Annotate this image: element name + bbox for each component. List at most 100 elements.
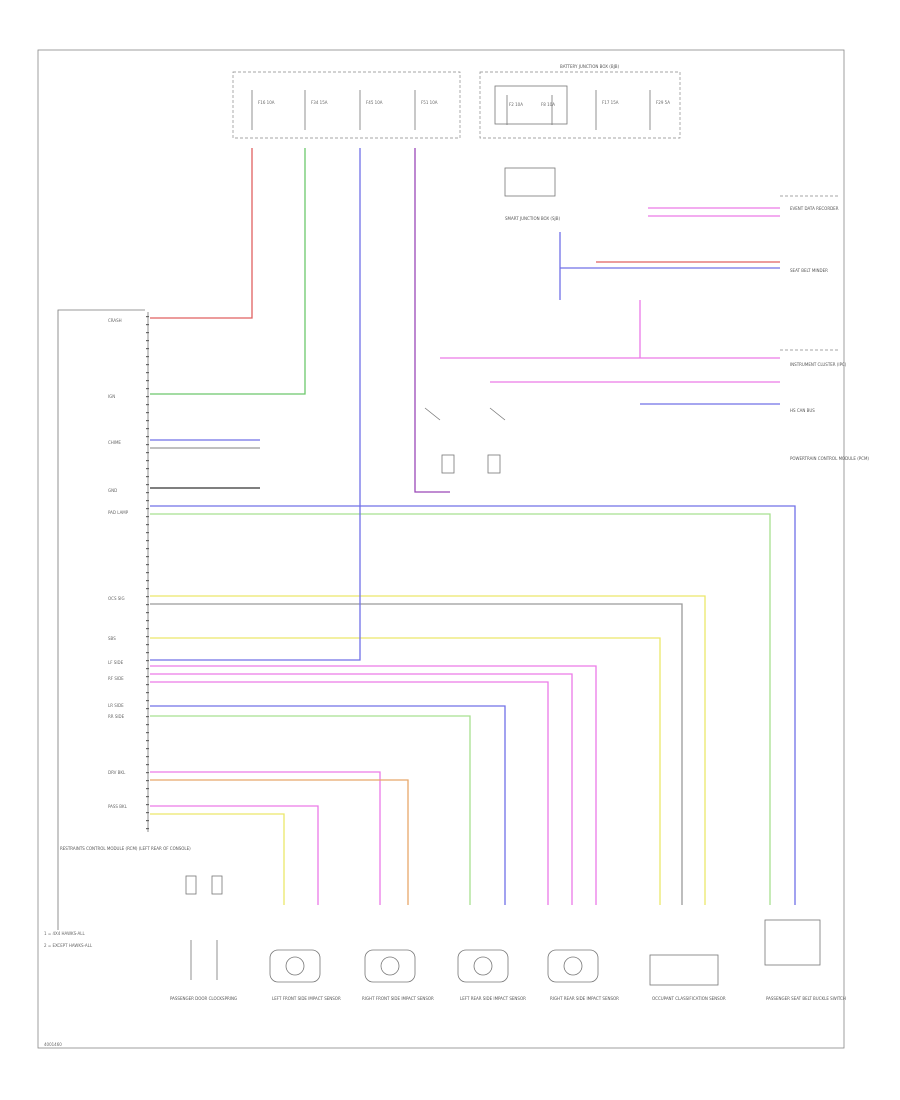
wire-yellow xyxy=(150,637,661,905)
fuse-label: F45 10A xyxy=(366,100,383,105)
sensor-lr: LEFT REAR SIDE IMPACT SENSOR xyxy=(457,949,526,1001)
module-pin-label: LF SIDE xyxy=(108,660,124,665)
pin-tick xyxy=(146,364,149,366)
sensor-rf: RIGHT FRONT SIDE IMPACT SENSOR xyxy=(362,949,434,1001)
pin-tick xyxy=(146,788,149,790)
pin-tick xyxy=(146,668,149,670)
pin-tick xyxy=(146,468,149,470)
wire-green xyxy=(150,148,306,395)
component-caption: LEFT FRONT SIDE IMPACT SENSOR xyxy=(272,996,341,1001)
wire-blue xyxy=(150,505,796,905)
pin-tick xyxy=(146,524,149,526)
fuse-label: F16 10A xyxy=(258,100,275,105)
right-notes: EVENT DATA RECORDER SEAT BELT MINDER INS… xyxy=(780,195,869,461)
pin-tick xyxy=(146,484,149,486)
seat-belt-buckle-switch: PASSENGER SEAT BELT BUCKLE SWITCH xyxy=(764,919,846,1001)
fuse-box-left: F16 10A F34 15A F45 10A F51 10A xyxy=(232,71,461,139)
pin-tick xyxy=(146,548,149,550)
fuse-box-right: F2 10A F8 10A F17 15A F29 5A BATTERY JUN… xyxy=(479,64,681,139)
relay-label: F2 10A xyxy=(509,102,523,107)
footer-code: 4001460 xyxy=(44,1042,62,1047)
wire-yellow xyxy=(150,813,285,905)
pin-tick xyxy=(146,780,149,782)
wire-pink xyxy=(150,771,381,905)
component-caption: LEFT REAR SIDE IMPACT SENSOR xyxy=(460,996,526,1001)
module-pin-label: SBS xyxy=(108,636,116,641)
pin-tick xyxy=(146,356,149,358)
sensor-rr: RIGHT REAR SIDE IMPACT SENSOR xyxy=(547,949,619,1001)
pin-tick xyxy=(146,692,149,694)
module-pin-label: PAD LAMP xyxy=(108,510,129,515)
pin-tick xyxy=(146,556,149,558)
module-pin-label: OCS SIG xyxy=(108,596,125,601)
pin-tick xyxy=(146,724,149,726)
module-pin-label: RF SIDE xyxy=(108,676,124,681)
pin-tick xyxy=(146,676,149,678)
module-pin-label: GND xyxy=(108,488,117,493)
wire-lightgreen xyxy=(150,513,771,905)
wire-orange xyxy=(150,779,409,905)
pin-tick xyxy=(146,700,149,702)
module-pin-label: PASS BKL xyxy=(108,804,128,809)
right-note: SEAT BELT MINDER xyxy=(790,268,828,273)
module-pin-label: LR SIDE xyxy=(108,703,124,708)
wire-yellow xyxy=(150,595,706,905)
module-pin-label: RR SIDE xyxy=(108,714,125,719)
relay-label: F17 15A xyxy=(602,100,619,105)
pin-tick xyxy=(146,428,149,430)
pin-tick xyxy=(146,532,149,534)
pin-tick xyxy=(146,372,149,374)
pin-tick xyxy=(146,476,149,478)
wire-blue xyxy=(150,705,506,905)
component-caption: PASSENGER SEAT BELT BUCKLE SWITCH xyxy=(766,996,846,1001)
pin-tick xyxy=(146,460,149,462)
pin-tick xyxy=(146,500,149,502)
pin-tick xyxy=(146,716,149,718)
wire-pink xyxy=(150,665,597,905)
pin-tick xyxy=(146,620,149,622)
pin-tick xyxy=(146,596,149,598)
pin-tick xyxy=(146,492,149,494)
pin-tick xyxy=(146,380,149,382)
pin-tick xyxy=(146,764,149,766)
legend-note: 1 = 4X4 HAWKS-ALL xyxy=(44,931,86,936)
module-pin-label: CRASH xyxy=(108,318,122,323)
module-pin-label: DRV BKL xyxy=(108,770,126,775)
pin-tick xyxy=(146,444,149,446)
pin-tick xyxy=(146,636,149,638)
module-caption: RESTRAINTS CONTROL MODULE (RCM) (LEFT RE… xyxy=(60,846,191,851)
pin-tick xyxy=(146,508,149,510)
legend-note: 2 = EXCEPT HAWKS-ALL xyxy=(44,943,93,948)
right-note: EVENT DATA RECORDER xyxy=(790,206,839,211)
component-caption: OCCUPANT CLASSIFICATION SENSOR xyxy=(652,996,726,1001)
pin-tick xyxy=(146,644,149,646)
pin-tick xyxy=(146,732,149,734)
pin-tick xyxy=(146,412,149,414)
pin-tick xyxy=(146,396,149,398)
pin-tick xyxy=(146,828,149,830)
pin-tick xyxy=(146,796,149,798)
fuse-box-caption: BATTERY JUNCTION BOX (BJB) xyxy=(560,64,619,69)
pin-tick xyxy=(146,772,149,774)
pin-tick xyxy=(146,652,149,654)
module-pin-label: CHIME xyxy=(108,440,121,445)
pin-tick xyxy=(146,332,149,334)
pin-tick xyxy=(146,420,149,422)
pin-tick xyxy=(146,812,149,814)
component-caption: RIGHT REAR SIDE IMPACT SENSOR xyxy=(550,996,619,1001)
module-pin-label: IGN xyxy=(108,394,115,399)
pin-tick xyxy=(146,516,149,518)
right-note: HS CAN BUS xyxy=(790,408,815,413)
wire-pink xyxy=(150,673,573,905)
pin-tick xyxy=(146,572,149,574)
pin-tick xyxy=(146,612,149,614)
module-pin-ticks xyxy=(146,316,149,830)
pin-tick xyxy=(146,404,149,406)
diagram-frame xyxy=(37,49,845,1049)
pin-tick xyxy=(146,820,149,822)
pin-tick xyxy=(146,740,149,742)
pin-tick xyxy=(146,660,149,662)
component-caption: RIGHT FRONT SIDE IMPACT SENSOR xyxy=(362,996,434,1001)
pin-tick xyxy=(146,316,149,318)
pin-tick xyxy=(146,340,149,342)
